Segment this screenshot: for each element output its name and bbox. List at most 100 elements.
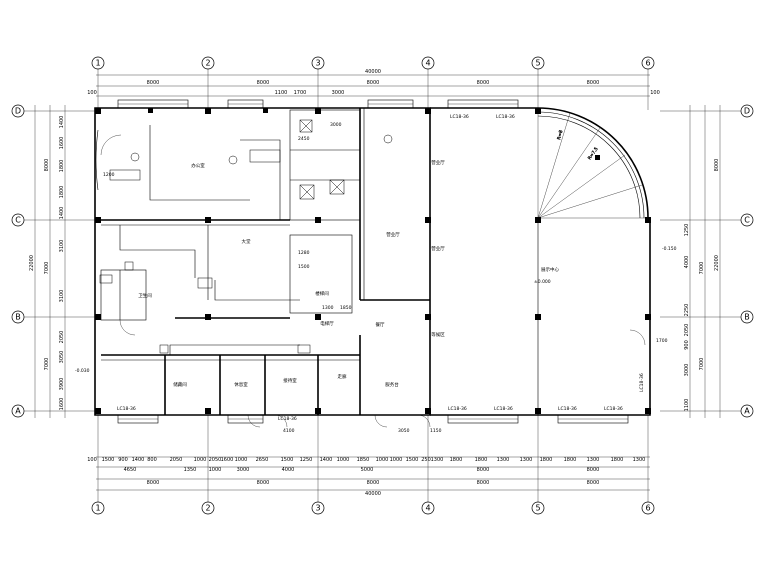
svg-text:1250: 1250	[300, 457, 313, 463]
top-detail-1100: 1100	[275, 90, 288, 96]
axis-D-right: D	[740, 104, 754, 118]
svg-text:8000: 8000	[367, 480, 380, 486]
dim-1500-inner: 1500	[298, 264, 310, 270]
svg-text:3: 3	[315, 504, 320, 513]
svg-text:1000: 1000	[194, 457, 207, 463]
svg-text:1300: 1300	[497, 457, 510, 463]
svg-text:1000: 1000	[390, 457, 403, 463]
axis-2-top: 2	[201, 56, 215, 70]
svg-text:A: A	[744, 407, 750, 416]
svg-text:8000: 8000	[714, 159, 720, 172]
svg-text:4000: 4000	[684, 256, 690, 269]
axis-2-bottom: 2	[201, 501, 215, 515]
svg-text:1400: 1400	[132, 457, 145, 463]
svg-text:4: 4	[425, 504, 430, 513]
top-bay-5: 8000	[587, 80, 600, 86]
window-tag-top-1: LC18-36	[450, 114, 469, 120]
svg-text:1500: 1500	[406, 457, 419, 463]
top-dimension-chain: 40000 8000 8000 8000 8000 8000 100 1100 …	[87, 69, 660, 97]
svg-text:1000: 1000	[235, 457, 248, 463]
room-reception: 接待室	[283, 377, 297, 384]
svg-text:2050: 2050	[209, 457, 222, 463]
svg-text:1100: 1100	[684, 399, 690, 412]
axis-C-left: C	[11, 213, 25, 227]
svg-text:B: B	[744, 313, 750, 322]
svg-text:2050: 2050	[684, 324, 690, 337]
svg-text:1800: 1800	[611, 457, 624, 463]
top-bay-2: 8000	[257, 80, 270, 86]
svg-text:1600: 1600	[59, 137, 65, 150]
bottom-windows: LC18-36 LC18-36 LC18-36 LC18-36 LC18-36 …	[117, 373, 645, 424]
left-dimension-chain: 22000 8000 7000 7000 1400 1600 1800 1800…	[29, 105, 66, 418]
bottom-dimension-chain: 100 1500 900 1400 800 2050 1000 2050 160…	[87, 456, 650, 497]
window-tag-bottom-5: LC18-36	[558, 406, 577, 412]
dim-1300: 1300	[322, 305, 334, 311]
radial-geometry: R=8 R=7.5	[537, 108, 648, 219]
svg-text:1500: 1500	[102, 457, 115, 463]
room-dining: 餐厅	[376, 321, 385, 328]
svg-text:D: D	[744, 107, 750, 116]
room-office: 办公室	[191, 162, 205, 169]
svg-text:1400: 1400	[59, 116, 65, 129]
top-bay-4: 8000	[477, 80, 490, 86]
room-labels: 办公室 营业厅 营业厅 营业厅 等候区 楼梯间 电梯厅 卫生间 大堂 展示中心 …	[138, 159, 559, 388]
svg-text:2250: 2250	[684, 304, 690, 317]
elevation-step: -0.150	[662, 246, 677, 252]
interior-walls	[100, 108, 539, 415]
svg-text:100: 100	[87, 457, 97, 463]
svg-text:1850: 1850	[357, 457, 370, 463]
dim-2450: 2450	[298, 136, 310, 142]
svg-text:3050: 3050	[59, 351, 65, 364]
svg-text:5: 5	[535, 59, 540, 68]
svg-text:D: D	[15, 107, 21, 116]
elevation-low: -0.030	[75, 368, 90, 374]
svg-text:1800: 1800	[59, 186, 65, 199]
svg-text:1400: 1400	[320, 457, 333, 463]
grid-extension-lines	[24, 69, 741, 502]
top-axis-bubbles: 1 2 3 4 5 6	[91, 56, 655, 70]
top-windows: LC18-36 LC18-36	[117, 99, 519, 120]
svg-text:1300: 1300	[633, 457, 646, 463]
svg-text:1400: 1400	[59, 207, 65, 220]
window-tag-bottom-3: LC18-36	[448, 406, 467, 412]
svg-text:2050: 2050	[59, 331, 65, 344]
room-stair: 楼梯间	[315, 290, 329, 297]
axis-4-top: 4	[421, 56, 435, 70]
svg-text:1300: 1300	[431, 457, 444, 463]
structural-columns	[95, 108, 651, 414]
svg-text:900: 900	[684, 340, 690, 350]
top-detail-100b: 100	[650, 90, 660, 96]
svg-text:1800: 1800	[450, 457, 463, 463]
svg-text:1800: 1800	[475, 457, 488, 463]
dim-1150: 1150	[430, 428, 442, 434]
svg-text:B: B	[15, 313, 21, 322]
svg-text:4000: 4000	[282, 467, 295, 473]
outer-walls	[94, 107, 651, 416]
axis-6-bottom: 6	[641, 501, 655, 515]
room-hall-upper: 营业厅	[431, 159, 445, 166]
svg-text:3000: 3000	[237, 467, 250, 473]
window-tag-bottom-6: LC18-36	[604, 406, 623, 412]
bottom-axis-bubbles: 1 2 3 4 5 6	[91, 501, 655, 515]
svg-text:1: 1	[95, 504, 100, 513]
svg-text:2: 2	[205, 59, 210, 68]
room-waiting: 等候区	[431, 331, 445, 338]
svg-text:4650: 4650	[124, 467, 137, 473]
svg-text:1: 1	[95, 59, 100, 68]
window-tag-right: LC18-36	[639, 373, 645, 392]
svg-text:1000: 1000	[337, 457, 350, 463]
svg-text:7000: 7000	[699, 262, 705, 275]
room-elevator-hall: 电梯厅	[320, 320, 334, 327]
room-center: 展示中心	[541, 266, 559, 273]
room-dressing: 休息室	[234, 381, 248, 388]
window-tag-bottom-1: LC18-36	[117, 406, 136, 412]
svg-text:C: C	[744, 216, 750, 225]
svg-text:6: 6	[645, 504, 650, 513]
svg-text:7000: 7000	[44, 358, 50, 371]
svg-text:8000: 8000	[587, 480, 600, 486]
axis-6-top: 6	[641, 56, 655, 70]
dim-3050: 3050	[398, 428, 410, 434]
top-detail-100a: 100	[87, 90, 97, 96]
svg-text:1800: 1800	[59, 160, 65, 173]
